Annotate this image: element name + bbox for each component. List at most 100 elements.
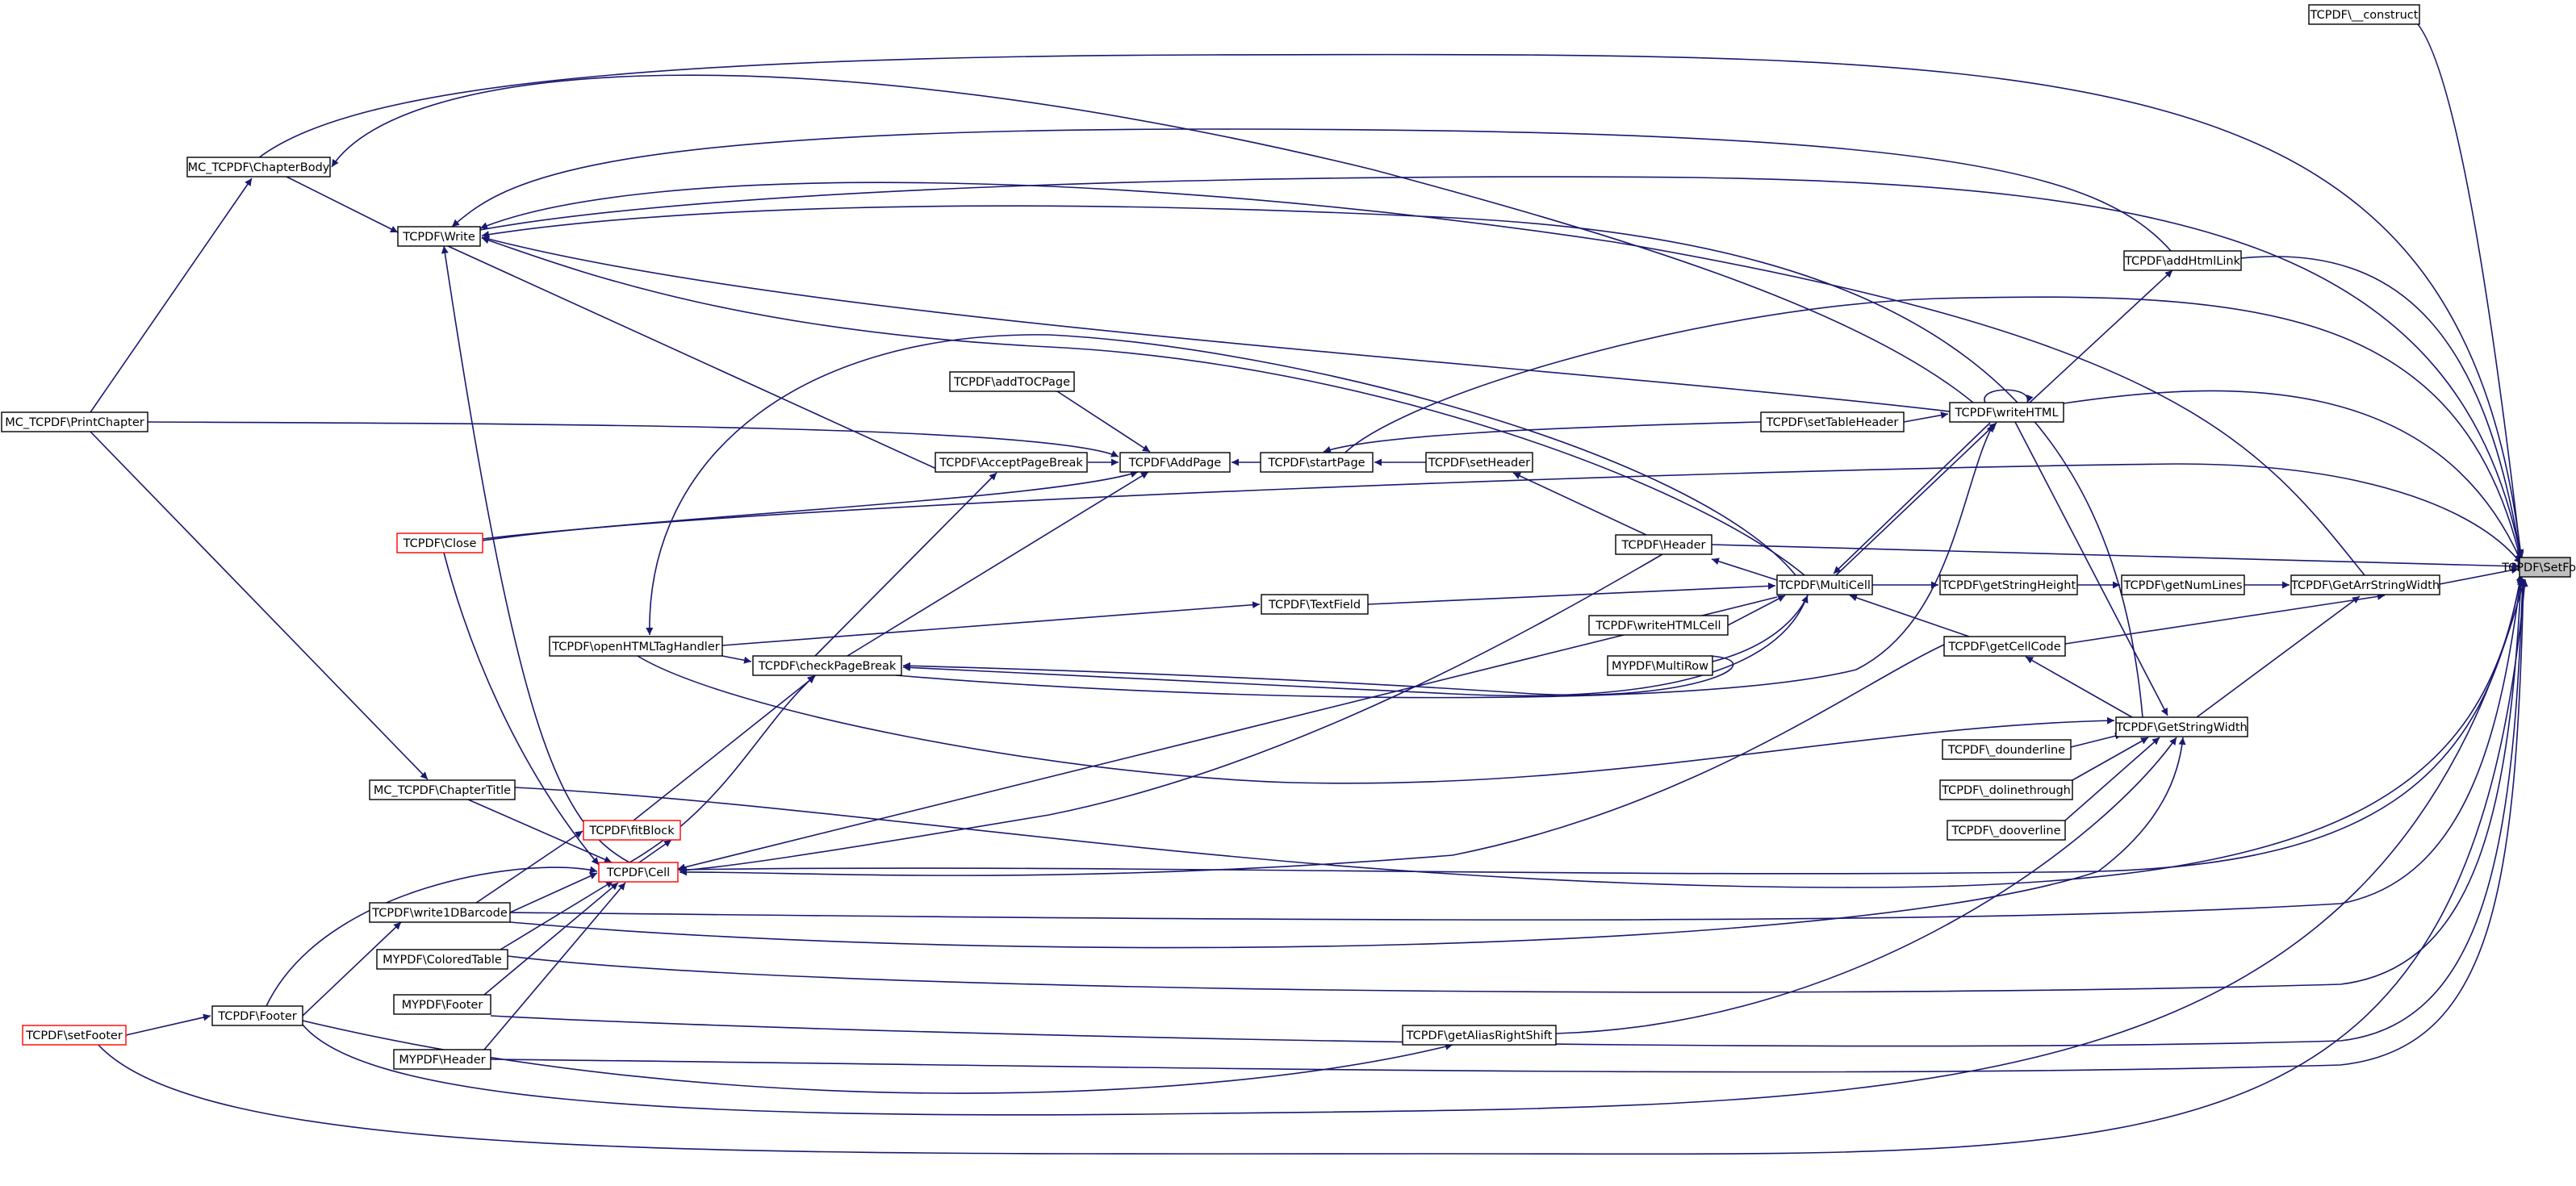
edge-setfooter-setfont bbox=[96, 578, 2528, 1155]
node-get-arr-string-width[interactable]: TCPDF\GetArrStringWidth bbox=[2290, 574, 2440, 595]
node-label: TCPDF\setFooter bbox=[25, 1029, 123, 1042]
node-get-cell-code[interactable]: TCPDF\getCellCode bbox=[1943, 636, 2066, 657]
edge-getarrstringwidth-setfont bbox=[2439, 566, 2520, 585]
node-label: TCPDF\writeHTML bbox=[1954, 407, 2058, 420]
edge-dooverline-getstringwidth bbox=[2064, 737, 2160, 821]
node-set-table-header[interactable]: TCPDF\setTableHeader bbox=[1760, 411, 1905, 432]
node-set-footer[interactable]: TCPDF\setFooter bbox=[22, 1025, 127, 1046]
node-set-font[interactable]: TCPDF\SetFont bbox=[2501, 557, 2576, 578]
node-label: TCPDF\Write bbox=[402, 231, 475, 244]
edge-settableheader-startpage bbox=[1323, 421, 1762, 453]
node-label: MYPDF\MultiRow bbox=[1612, 660, 1708, 673]
node-label: MYPDF\Header bbox=[399, 1054, 485, 1067]
node-label: MC_TCPDF\ChapterBody bbox=[188, 161, 330, 174]
node-construct[interactable]: TCPDF\__construct bbox=[2308, 4, 2420, 25]
node-write-h-t-m-l[interactable]: TCPDF\writeHTML bbox=[1949, 402, 2064, 423]
node-add-html-link[interactable]: TCPDF\addHtmlLink bbox=[2123, 250, 2242, 271]
node-get-alias-right-shift[interactable]: TCPDF\getAliasRightShift bbox=[1402, 1025, 1557, 1046]
node-label: TCPDF\addTOCPage bbox=[953, 376, 1070, 389]
edge-printchapter-chapterbody bbox=[90, 177, 253, 413]
node-colored-table[interactable]: MYPDF\ColoredTable bbox=[376, 949, 508, 970]
node-dooverline[interactable]: TCPDF\_dooverline bbox=[1947, 820, 2066, 841]
node-open-h-t-m-l-tag-handler[interactable]: TCPDF\openHTMLTagHandler bbox=[549, 636, 723, 657]
edge-dounderline-getstringwidth bbox=[2070, 732, 2123, 748]
node-label: TCPDF\setTableHeader bbox=[1766, 416, 1899, 429]
edge-getcellcode-multicell bbox=[1849, 594, 1970, 637]
node-label: TCPDF\addHtmlLink bbox=[2124, 255, 2241, 268]
node-box bbox=[1119, 452, 1231, 473]
node-box bbox=[935, 452, 1088, 473]
node-label: MC_TCPDF\PrintChapter bbox=[5, 416, 144, 429]
node-label: TCPDF\getStringHeight bbox=[1941, 579, 2076, 592]
node-dounderline[interactable]: TCPDF\_dounderline bbox=[1942, 739, 2072, 760]
edge-multicell-write bbox=[481, 236, 1805, 576]
node-write[interactable]: TCPDF\Write bbox=[397, 226, 481, 247]
node-box bbox=[1939, 779, 2073, 800]
node-label: MYPDF\Footer bbox=[402, 999, 483, 1012]
node-box bbox=[1588, 615, 1729, 636]
edge-settableheader-setfont bbox=[1335, 296, 2524, 563]
node-fit-block[interactable]: TCPDF\fitBlock bbox=[583, 820, 681, 841]
node-write-h-t-m-l-cell[interactable]: TCPDF\writeHTMLCell bbox=[1588, 615, 1729, 636]
node-label: MC_TCPDF\ChapterTitle bbox=[374, 784, 511, 797]
edge-myfooter-setfont bbox=[490, 578, 2527, 1047]
node-print-chapter[interactable]: MC_TCPDF\PrintChapter bbox=[1, 411, 148, 432]
node-box bbox=[2519, 557, 2571, 578]
node-get-string-height[interactable]: TCPDF\getStringHeight bbox=[1939, 574, 2078, 595]
edge-multicell-checkpagebreak bbox=[902, 594, 1809, 697]
edge-coloredtable-setfont bbox=[507, 577, 2525, 993]
edge-construct-setfont bbox=[2406, 14, 2524, 559]
node-footer[interactable]: TCPDF\Footer bbox=[211, 1005, 303, 1026]
edge-chapterbody-setfont bbox=[257, 53, 2524, 558]
edge-close-cell bbox=[443, 552, 600, 866]
node-text-field[interactable]: TCPDF\TextField bbox=[1261, 594, 1369, 615]
node-accept-page-break[interactable]: TCPDF\AcceptPageBreak bbox=[935, 452, 1088, 473]
node-label: TCPDF\writeHTMLCell bbox=[1595, 620, 1721, 633]
node-label: TCPDF\Close bbox=[403, 537, 477, 550]
node-header[interactable]: TCPDF\Header bbox=[1615, 534, 1712, 555]
node-box bbox=[2123, 250, 2242, 271]
edge-footer-setfont bbox=[302, 578, 2527, 1116]
edges bbox=[90, 14, 2528, 1155]
node-start-page[interactable]: TCPDF\startPage bbox=[1260, 452, 1374, 473]
edge-openhtml-checkpagebreak bbox=[721, 655, 752, 664]
node-close[interactable]: TCPDF\Close bbox=[396, 532, 483, 553]
node-my-multi-row[interactable]: MYPDF\MultiRow bbox=[1607, 655, 1713, 676]
node-box bbox=[376, 949, 508, 970]
edge-myfooter-cell bbox=[483, 882, 619, 996]
edge-writehtml-setfont bbox=[2063, 390, 2522, 562]
node-label: TCPDF\getAliasRightShift bbox=[1406, 1029, 1553, 1042]
node-box bbox=[598, 862, 679, 883]
edge-addhtmllink-write bbox=[451, 128, 2172, 252]
node-label: TCPDF\Header bbox=[1620, 539, 1705, 552]
node-get-string-width[interactable]: TCPDF\GetStringWidth bbox=[2115, 716, 2248, 737]
edge-footer-cell bbox=[266, 866, 598, 1007]
edge-getarrstringwidth-write bbox=[479, 182, 2365, 576]
node-get-num-lines[interactable]: TCPDF\getNumLines bbox=[2121, 574, 2245, 595]
node-dolinethrough[interactable]: TCPDF\_dolinethrough bbox=[1939, 779, 2073, 800]
node-multi-cell[interactable]: TCPDF\MultiCell bbox=[1776, 574, 1873, 595]
edge-cell-setfont bbox=[677, 574, 2524, 875]
edge-writehtml-getstringwidth bbox=[2014, 421, 2168, 716]
edge-multicell-writehtml bbox=[1835, 422, 1997, 576]
node-set-header[interactable]: TCPDF\setHeader bbox=[1425, 452, 1533, 473]
node-label: TCPDF\Footer bbox=[217, 1010, 296, 1023]
node-my-footer[interactable]: MYPDF\Footer bbox=[393, 994, 491, 1015]
node-box bbox=[1947, 820, 2066, 841]
edge-addtocpage-addpage bbox=[1056, 390, 1151, 453]
node-cell[interactable]: TCPDF\Cell bbox=[598, 862, 679, 883]
node-chapter-title[interactable]: MC_TCPDF\ChapterTitle bbox=[369, 779, 516, 800]
node-add-t-o-c-page[interactable]: TCPDF\addTOCPage bbox=[949, 371, 1075, 392]
node-check-page-break[interactable]: TCPDF\checkPageBreak bbox=[752, 655, 902, 676]
edge-myheader-setfont bbox=[490, 578, 2528, 1073]
node-my-header[interactable]: MYPDF\Header bbox=[393, 1049, 491, 1070]
node-write1-d-barcode[interactable]: TCPDF\write1DBarcode bbox=[369, 902, 511, 923]
edge-openhtml-textfield bbox=[721, 601, 1261, 646]
node-chapter-body[interactable]: MC_TCPDF\ChapterBody bbox=[186, 157, 331, 177]
node-box bbox=[1760, 411, 1905, 432]
node-box bbox=[393, 1049, 491, 1070]
node-add-page[interactable]: TCPDF\AddPage bbox=[1119, 452, 1231, 473]
edge-chaptertitle-setfont bbox=[514, 573, 2524, 888]
edge-textfield-multicell bbox=[1367, 582, 1776, 605]
